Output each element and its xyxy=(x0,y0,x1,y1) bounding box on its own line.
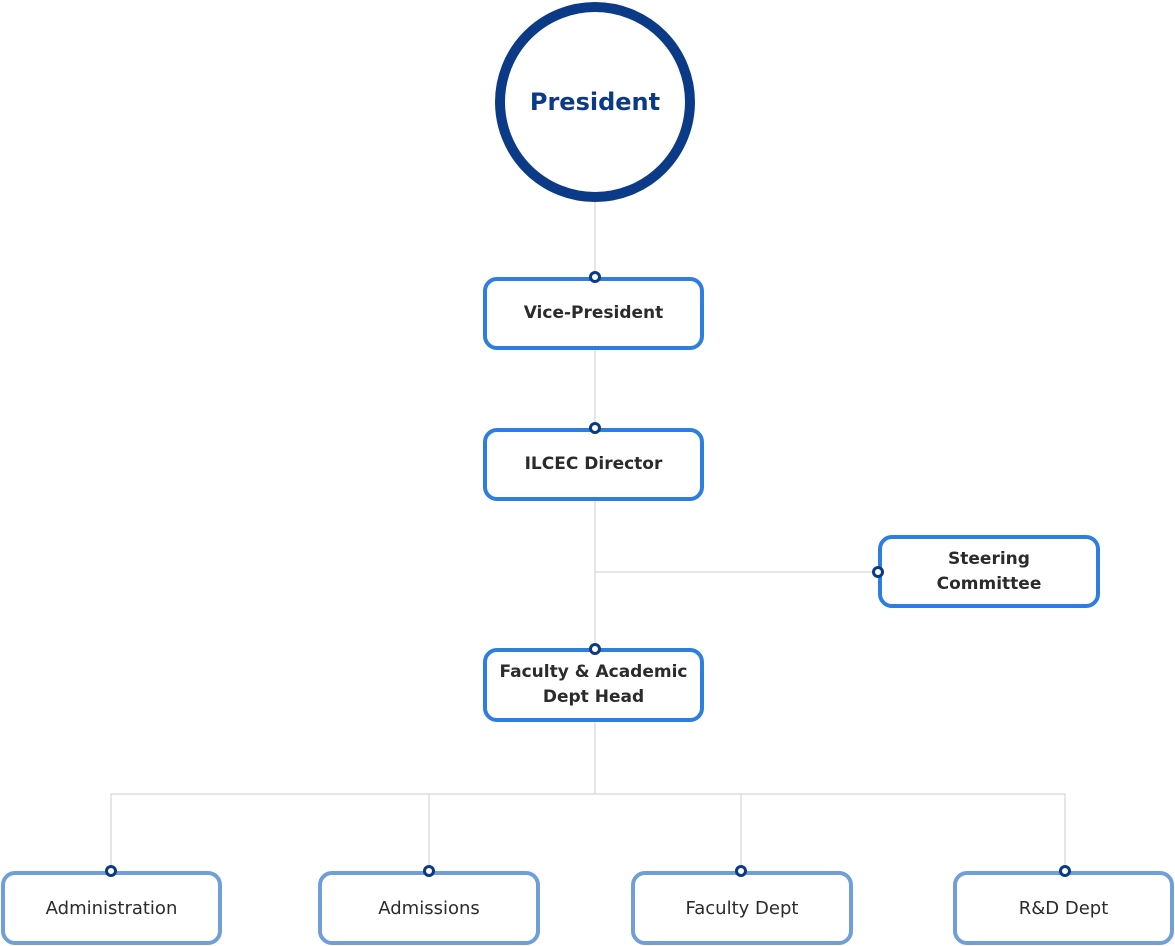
administration-label: Administration xyxy=(45,897,178,919)
ilcec-director-connector-dot xyxy=(589,422,601,434)
rd-dept-node: R&D Dept xyxy=(953,871,1174,945)
admissions-connector-dot xyxy=(423,865,435,877)
administration-connector-dot xyxy=(105,865,117,877)
rd-dept-connector-dot xyxy=(1059,865,1071,877)
faculty-head-connector-dot xyxy=(589,643,601,655)
faculty-dept-label: Faculty Dept xyxy=(685,897,799,919)
steering-committee-connector-dot xyxy=(872,566,884,578)
rd-dept-label: R&D Dept xyxy=(1018,897,1109,919)
ilcec-director-node: ILCEC Director xyxy=(483,428,704,501)
faculty-dept-connector-dot xyxy=(735,865,747,877)
ilcec-director-label: ILCEC Director xyxy=(524,454,663,474)
faculty-head-label: Faculty & Academic Dept Head xyxy=(499,662,688,707)
administration-node: Administration xyxy=(1,871,222,945)
president-node: President xyxy=(495,2,695,202)
steering-committee-node: Steering Committee xyxy=(878,535,1100,608)
vice-president-connector-dot xyxy=(589,271,601,283)
vice-president-node: Vice-President xyxy=(483,277,704,350)
president-label: President xyxy=(529,88,661,116)
faculty-dept-node: Faculty Dept xyxy=(631,871,853,945)
faculty-head-node: Faculty & Academic Dept Head xyxy=(483,648,704,722)
admissions-node: Admissions xyxy=(318,871,540,945)
steering-committee-label: Steering Committee xyxy=(936,548,1042,594)
admissions-label: Admissions xyxy=(378,897,480,919)
vice-president-label: Vice-President xyxy=(523,303,664,323)
